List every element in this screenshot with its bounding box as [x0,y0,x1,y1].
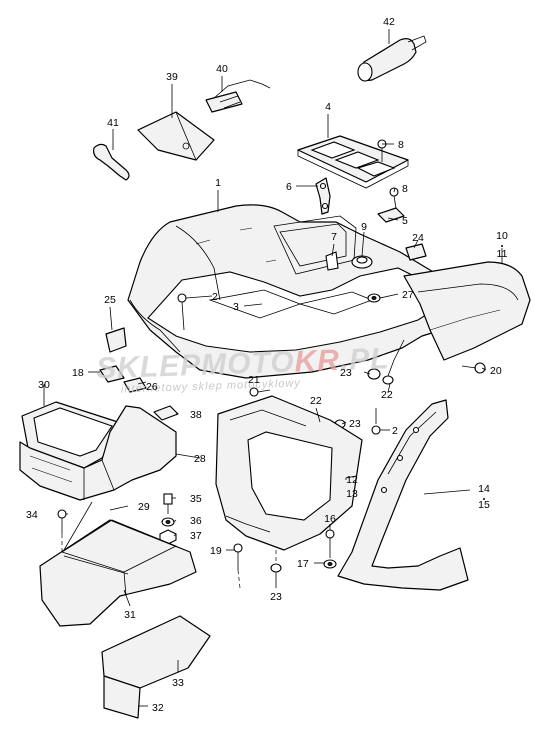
part-42-tool-tube[interactable] [357,35,427,82]
callout-23-a[interactable]: 23 [340,367,352,379]
callout-3[interactable]: 3 [233,301,239,313]
callout-labels: 42 40 39 41 4 8 6 8 5 1 7 9 24 10 11 2 3… [26,16,508,714]
callout-38[interactable]: 38 [190,409,202,421]
part-1-rear-fender[interactable] [127,204,457,379]
part-12-13-inner-guard[interactable] [215,395,363,551]
callout-14[interactable]: 14 [478,483,490,495]
watermark-brand-a: SKLEP [96,349,202,386]
callout-39[interactable]: 39 [166,71,178,83]
part-16-bolt[interactable] [325,529,335,558]
callout-10[interactable]: 10 [496,230,508,242]
part-4-tray[interactable] [297,135,409,189]
part-35-bolt[interactable] [163,493,173,514]
part-34-bolt[interactable] [57,509,67,534]
part-23-nut-a[interactable] [367,368,381,380]
part-14-15-side-flap[interactable] [337,399,469,591]
part-9-grommet[interactable] [351,255,373,269]
callout-41[interactable]: 41 [107,117,119,129]
callout-40[interactable]: 40 [216,63,228,75]
part-38-pad[interactable] [153,405,179,421]
callout-12[interactable]: 12 [346,474,358,486]
callout-2-top[interactable]: 2 [212,291,218,303]
watermark: SKLEPMOTOKR.PL internetowy sklep motocyk… [96,342,390,395]
callout-20[interactable]: 20 [490,365,502,377]
callout-11[interactable]: 11 [497,248,508,260]
callout-42[interactable]: 42 [383,16,395,28]
part-17-washer[interactable] [323,559,337,569]
callout-29[interactable]: 29 [138,501,150,513]
callout-21[interactable]: 21 [248,374,260,386]
part-2-bolt-mid[interactable] [371,408,381,435]
watermark-brand-c: KR [294,344,340,379]
callout-34[interactable]: 34 [26,509,38,521]
callout-15[interactable]: 15 [478,499,490,511]
part-25-sleeve[interactable] [105,327,127,353]
part-19-bolt[interactable] [233,543,243,570]
part-28-toolbox[interactable] [19,405,177,501]
callout-24[interactable]: 24 [412,232,424,244]
callout-22-b[interactable]: 22 [310,395,322,407]
svg-text:SKLEPMOTOKR.PL: SKLEPMOTOKR.PL [96,342,390,385]
part-6-bracket[interactable] [315,177,331,215]
callout-25[interactable]: 25 [104,294,116,306]
callout-7[interactable]: 7 [331,231,337,243]
callout-37[interactable]: 37 [190,530,202,542]
part-41-wrench[interactable] [93,143,130,181]
callout-8-upper[interactable]: 8 [398,139,404,151]
dot-marker-10 [501,245,503,247]
leader-19 [237,569,241,589]
callout-13[interactable]: 13 [346,488,358,500]
dot-marker-14 [483,498,485,500]
callout-19[interactable]: 19 [210,545,222,557]
part-31-lower-cover[interactable] [39,519,197,627]
callout-9[interactable]: 9 [361,221,367,233]
part-5-bracket[interactable] [377,207,405,223]
callout-36[interactable]: 36 [190,515,202,527]
watermark-brand-d: .PL [339,342,390,377]
callout-6[interactable]: 6 [286,181,292,193]
part-21-bolt[interactable] [249,387,271,397]
callout-4[interactable]: 4 [325,101,331,113]
callout-8-lower[interactable]: 8 [402,183,408,195]
callout-22-a[interactable]: 22 [381,389,393,401]
part-39-pad[interactable] [137,111,215,161]
callout-5[interactable]: 5 [402,215,408,227]
callout-30[interactable]: 30 [38,379,50,391]
part-27-washer[interactable] [367,293,381,303]
callout-28[interactable]: 28 [194,453,206,465]
callout-17[interactable]: 17 [297,558,309,570]
leader-29 [63,501,93,551]
part-20-bolt[interactable] [461,362,486,374]
callout-32[interactable]: 32 [152,702,164,714]
leader-lines [43,29,503,707]
part-30-lid[interactable] [21,401,125,469]
part-26-pad[interactable] [123,377,147,393]
callout-27[interactable]: 27 [402,289,414,301]
callout-23-b[interactable]: 23 [349,418,361,430]
callout-33[interactable]: 33 [172,677,184,689]
part-36-washer[interactable] [161,517,175,527]
part-10-11-flap[interactable] [403,261,531,361]
callout-35[interactable]: 35 [190,493,202,505]
callout-18[interactable]: 18 [72,367,84,379]
watermark-brand-b: MOTO [201,346,296,382]
part-2-bolt-top[interactable] [177,293,187,331]
part-40-clip[interactable] [205,79,271,113]
part-18-pad[interactable] [99,365,125,383]
part-22-washer-a[interactable] [382,339,405,385]
part-32-pad[interactable] [103,675,141,719]
callout-31[interactable]: 31 [124,609,136,621]
callout-23-c[interactable]: 23 [270,591,282,603]
callout-26[interactable]: 26 [146,381,158,393]
callout-1[interactable]: 1 [215,177,221,189]
part-24-block[interactable] [405,243,427,261]
callout-2-mid[interactable]: 2 [392,425,398,437]
callout-16[interactable]: 16 [324,513,336,525]
part-23-nut-c[interactable] [270,563,282,573]
part-33-pad[interactable] [101,615,211,689]
